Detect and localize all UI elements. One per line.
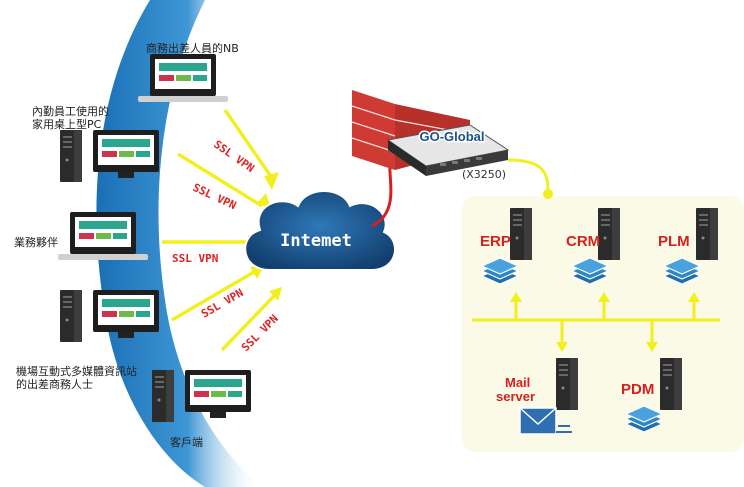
label-customer: 客戶端	[170, 436, 203, 449]
internet-cloud: Intemet	[244, 190, 396, 271]
plm-label: PLM	[658, 233, 690, 250]
customer-desktop	[152, 370, 251, 422]
vpn-arrows	[162, 109, 282, 352]
vpn-label-5: SSL VPN	[239, 312, 281, 354]
plm-server: PLM	[658, 208, 718, 285]
pdm-label: PDM	[621, 381, 654, 398]
cloud-label: Intemet	[280, 231, 352, 251]
server-bus	[472, 292, 720, 352]
gateway-name: GO-Global	[420, 129, 485, 144]
home-desktop	[60, 130, 159, 182]
erp-server: ERP	[480, 208, 532, 285]
panel-link	[507, 158, 550, 191]
go-global-server	[386, 124, 510, 176]
crm-server: CRM	[566, 208, 620, 285]
vpn-label-3: SSL VPN	[172, 252, 218, 265]
erp-label: ERP	[480, 233, 511, 250]
client-arc	[96, 0, 262, 487]
laptop-nb	[138, 54, 228, 102]
crm-label: CRM	[566, 233, 600, 250]
partner-laptop	[58, 212, 148, 260]
kiosk-desktop	[60, 290, 159, 342]
label-partner: 業務夥伴	[14, 236, 58, 249]
mail-label-2: server	[496, 389, 535, 404]
mail-label-1: Mail	[505, 375, 530, 390]
gateway-model: (X3250)	[462, 168, 506, 181]
label-kiosk: 機場互動式多媒體資訊站 的出差商務人士	[16, 365, 137, 391]
label-home-pc: 內勤員工使用的 家用桌上型PC	[32, 105, 109, 131]
mail-server: Mail server	[496, 358, 578, 435]
mail-envelope-icon	[519, 407, 572, 435]
pdm-server: PDM	[621, 358, 682, 433]
label-laptop-nb: 商務出差人員的NB	[146, 42, 239, 55]
